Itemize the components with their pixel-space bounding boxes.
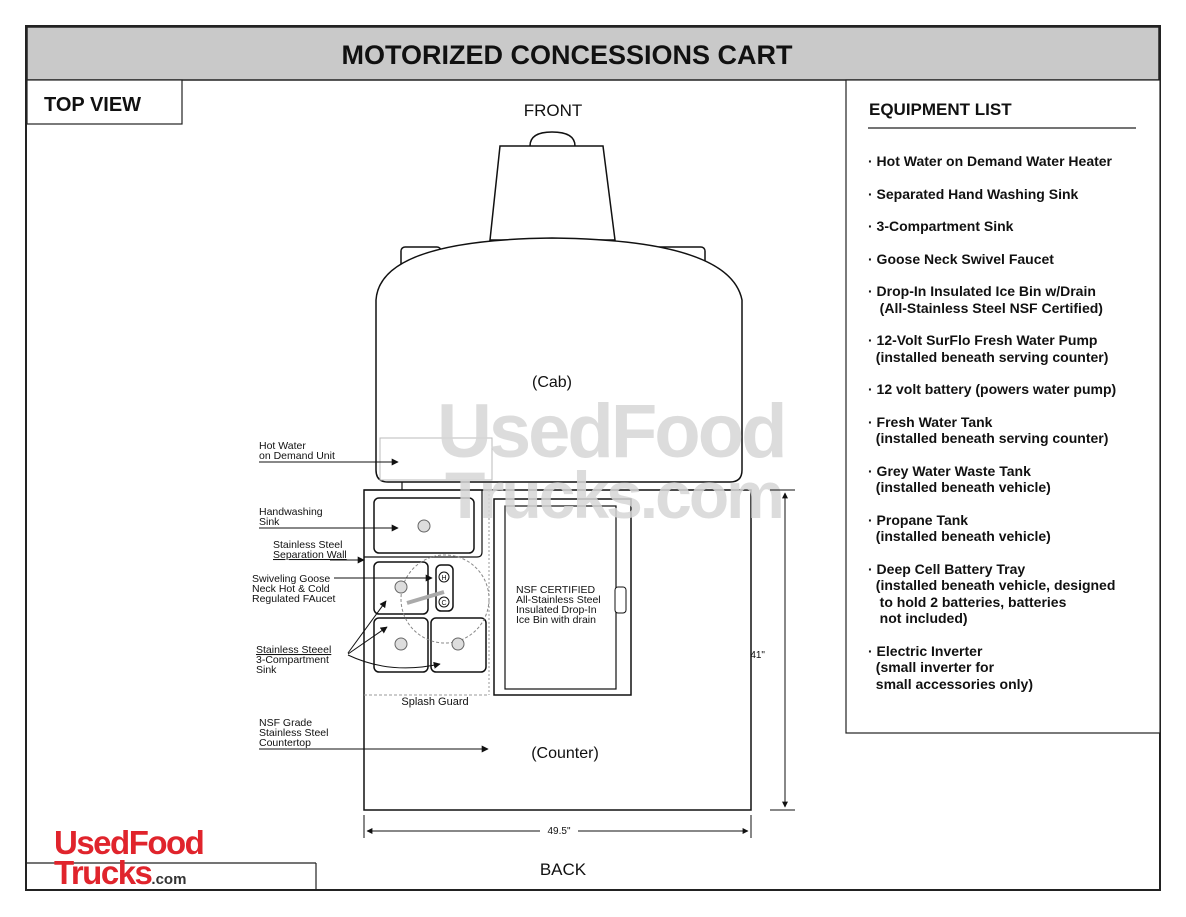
title-bar <box>26 26 1160 81</box>
svg-text:NSF Grade: NSF Grade <box>259 717 312 729</box>
svg-text:3-Compartment: 3-Compartment <box>256 654 329 666</box>
svg-text:Hot Water: Hot Water <box>259 440 306 452</box>
svg-text:Stainless Steel: Stainless Steel <box>259 727 328 739</box>
svg-text:All-Stainless Steel: All-Stainless Steel <box>516 594 601 606</box>
hot-label: H <box>441 575 446 582</box>
equipment-item: · Hot Water on Demand Water Heater <box>868 153 1112 169</box>
equipment-item: · 12-Volt SurFlo Fresh Water Pump (insta… <box>868 332 1109 365</box>
svg-text:Swiveling Goose: Swiveling Goose <box>252 573 330 585</box>
svg-text:Handwashing: Handwashing <box>259 506 323 518</box>
page-title: MOTORIZED CONCESSIONS CART <box>341 40 793 70</box>
equipment-panel <box>845 79 1161 734</box>
ice-bin-lid <box>504 505 617 690</box>
equipment-item: · Electric Inverter (small inverter for … <box>868 642 1033 692</box>
ice-bin-handle <box>614 586 627 614</box>
equipment-item: · Fresh Water Tank (installed beneath se… <box>868 413 1109 447</box>
view-label: TOP VIEW <box>44 94 141 116</box>
faucet-spout <box>406 590 445 605</box>
hood-knob <box>529 131 576 147</box>
hood <box>489 145 616 241</box>
cab-label: (Cab) <box>532 374 572 391</box>
ice-bin-label: NSF CERTIFIED All-Stainless Steel Insula… <box>516 584 601 626</box>
callouts: Hot Water on Demand Unit Handwashing Sin… <box>252 440 489 753</box>
equipment-item: · Propane Tank (installed beneath vehicl… <box>868 511 1051 545</box>
equipment-item: · Deep Cell Battery Tray (installed bene… <box>868 560 1116 627</box>
equipment-list: · Hot Water on Demand Water Heater · Sep… <box>868 153 1153 708</box>
svg-text:Neck Hot & Cold: Neck Hot & Cold <box>252 583 330 595</box>
logo-suffix: .com <box>151 871 187 888</box>
cab-body <box>375 237 743 483</box>
svg-text:Sink: Sink <box>256 664 277 676</box>
watermark-line2: Trucks.com <box>445 458 782 532</box>
watermark-line1: UsedFood <box>437 389 785 474</box>
equipment-item: · Grey Water Waste Tank (installed benea… <box>868 462 1051 496</box>
cab <box>375 131 743 483</box>
counter-label: (Counter) <box>531 745 599 762</box>
splash-guard-label: Splash Guard <box>401 696 468 708</box>
svg-text:on Demand Unit: on Demand Unit <box>259 450 335 462</box>
separation-wall <box>364 489 483 558</box>
cold-label: C <box>441 600 446 607</box>
faucet-swivel-range <box>400 554 490 644</box>
svg-text:Stainless Steeel: Stainless Steeel <box>256 644 331 656</box>
svg-text:Stainless Steel: Stainless Steel <box>273 539 342 551</box>
hot-water-unit <box>379 437 493 481</box>
svg-text:41": 41" <box>750 650 765 661</box>
back-label: BACK <box>540 860 587 879</box>
svg-text:49.5": 49.5" <box>547 826 570 837</box>
svg-text:Sink: Sink <box>259 516 280 528</box>
drain-icons <box>394 519 465 651</box>
equipment-list-title: EQUIPMENT LIST <box>869 100 1012 119</box>
logo-line1: UsedFood <box>54 824 205 861</box>
depth-dimension: 41" <box>750 489 795 811</box>
width-dimension: 49.5" <box>363 815 752 838</box>
equipment-item: · 3-Compartment Sink <box>868 218 1014 234</box>
svg-text:Insulated Drop-In: Insulated Drop-In <box>516 604 597 616</box>
svg-text:Countertop: Countertop <box>259 737 311 749</box>
watermark: UsedFood Trucks.com <box>437 389 788 532</box>
equipment-item: · 12 volt battery (powers water pump) <box>868 381 1117 397</box>
svg-text:Regulated FAucet: Regulated FAucet <box>252 593 336 605</box>
logo-line2: Trucks <box>54 854 153 891</box>
front-label: FRONT <box>524 101 583 120</box>
view-label-box <box>26 79 183 125</box>
svg-text:Separation Wall: Separation Wall <box>273 549 347 561</box>
brand-logo: UsedFood Trucks.com <box>54 824 205 895</box>
equipment-item: · Separated Hand Washing Sink <box>868 185 1079 202</box>
equipment-item: · Drop-In Insulated Ice Bin w/Drain (All… <box>868 283 1103 316</box>
svg-text:Ice Bin with drain: Ice Bin with drain <box>516 614 596 626</box>
svg-text:NSF CERTIFIED: NSF CERTIFIED <box>516 584 596 596</box>
equipment-item: · Goose Neck Swivel Faucet <box>868 250 1054 267</box>
